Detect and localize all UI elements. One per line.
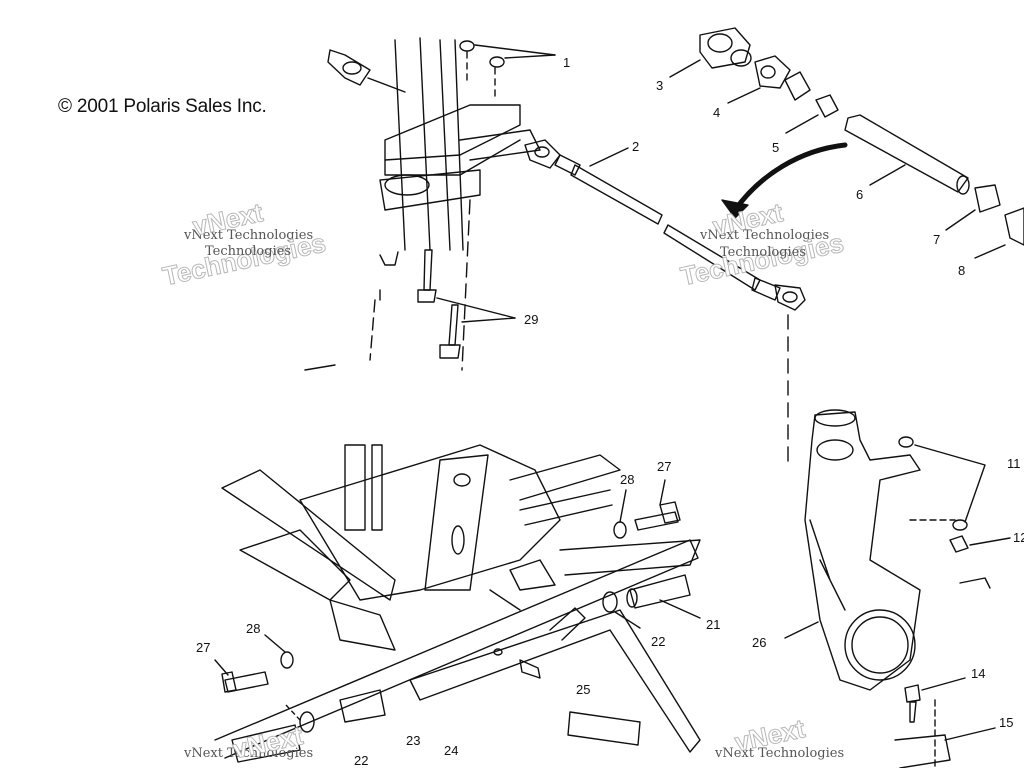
callout-1: 1 <box>563 55 571 70</box>
callout-28: 28 <box>620 472 635 487</box>
nuts-callout-1 <box>459 40 556 101</box>
strut-assembly <box>304 37 541 371</box>
callout-25: 25 <box>576 682 591 697</box>
callout-12: 12 <box>1013 530 1024 545</box>
callout-3: 3 <box>656 78 664 93</box>
callout-5: 5 <box>772 140 780 155</box>
rod-end-parts <box>669 27 1024 259</box>
spindle-26 <box>784 409 921 691</box>
callout-8: 8 <box>958 263 966 278</box>
callout-23: 23 <box>406 733 421 748</box>
frame-section <box>221 444 701 651</box>
callout-6: 6 <box>856 187 864 202</box>
callout-15: 15 <box>999 715 1014 730</box>
callout-24: 24 <box>444 743 459 758</box>
bolts-29 <box>417 249 516 359</box>
callout-7: 7 <box>933 232 941 247</box>
callout-2: 2 <box>632 139 640 154</box>
spindle-hardware <box>894 436 1011 768</box>
tie-rod-2 <box>524 139 806 466</box>
a-arm-24 <box>214 539 701 763</box>
callout-29: 29 <box>524 312 539 327</box>
callout-22: 22 <box>354 753 369 768</box>
mounting-hardware <box>214 479 701 733</box>
callout-27: 27 <box>196 640 211 655</box>
callout-22: 22 <box>651 634 666 649</box>
callout-27: 27 <box>657 459 672 474</box>
callout-4: 4 <box>713 105 721 120</box>
copyright-notice: © 2001 Polaris Sales Inc. <box>58 96 267 117</box>
callout-28: 28 <box>246 621 261 636</box>
callout-26: 26 <box>752 635 767 650</box>
callout-21: 21 <box>706 617 721 632</box>
callout-11: 11 <box>1007 456 1021 471</box>
callout-14: 14 <box>971 666 986 681</box>
